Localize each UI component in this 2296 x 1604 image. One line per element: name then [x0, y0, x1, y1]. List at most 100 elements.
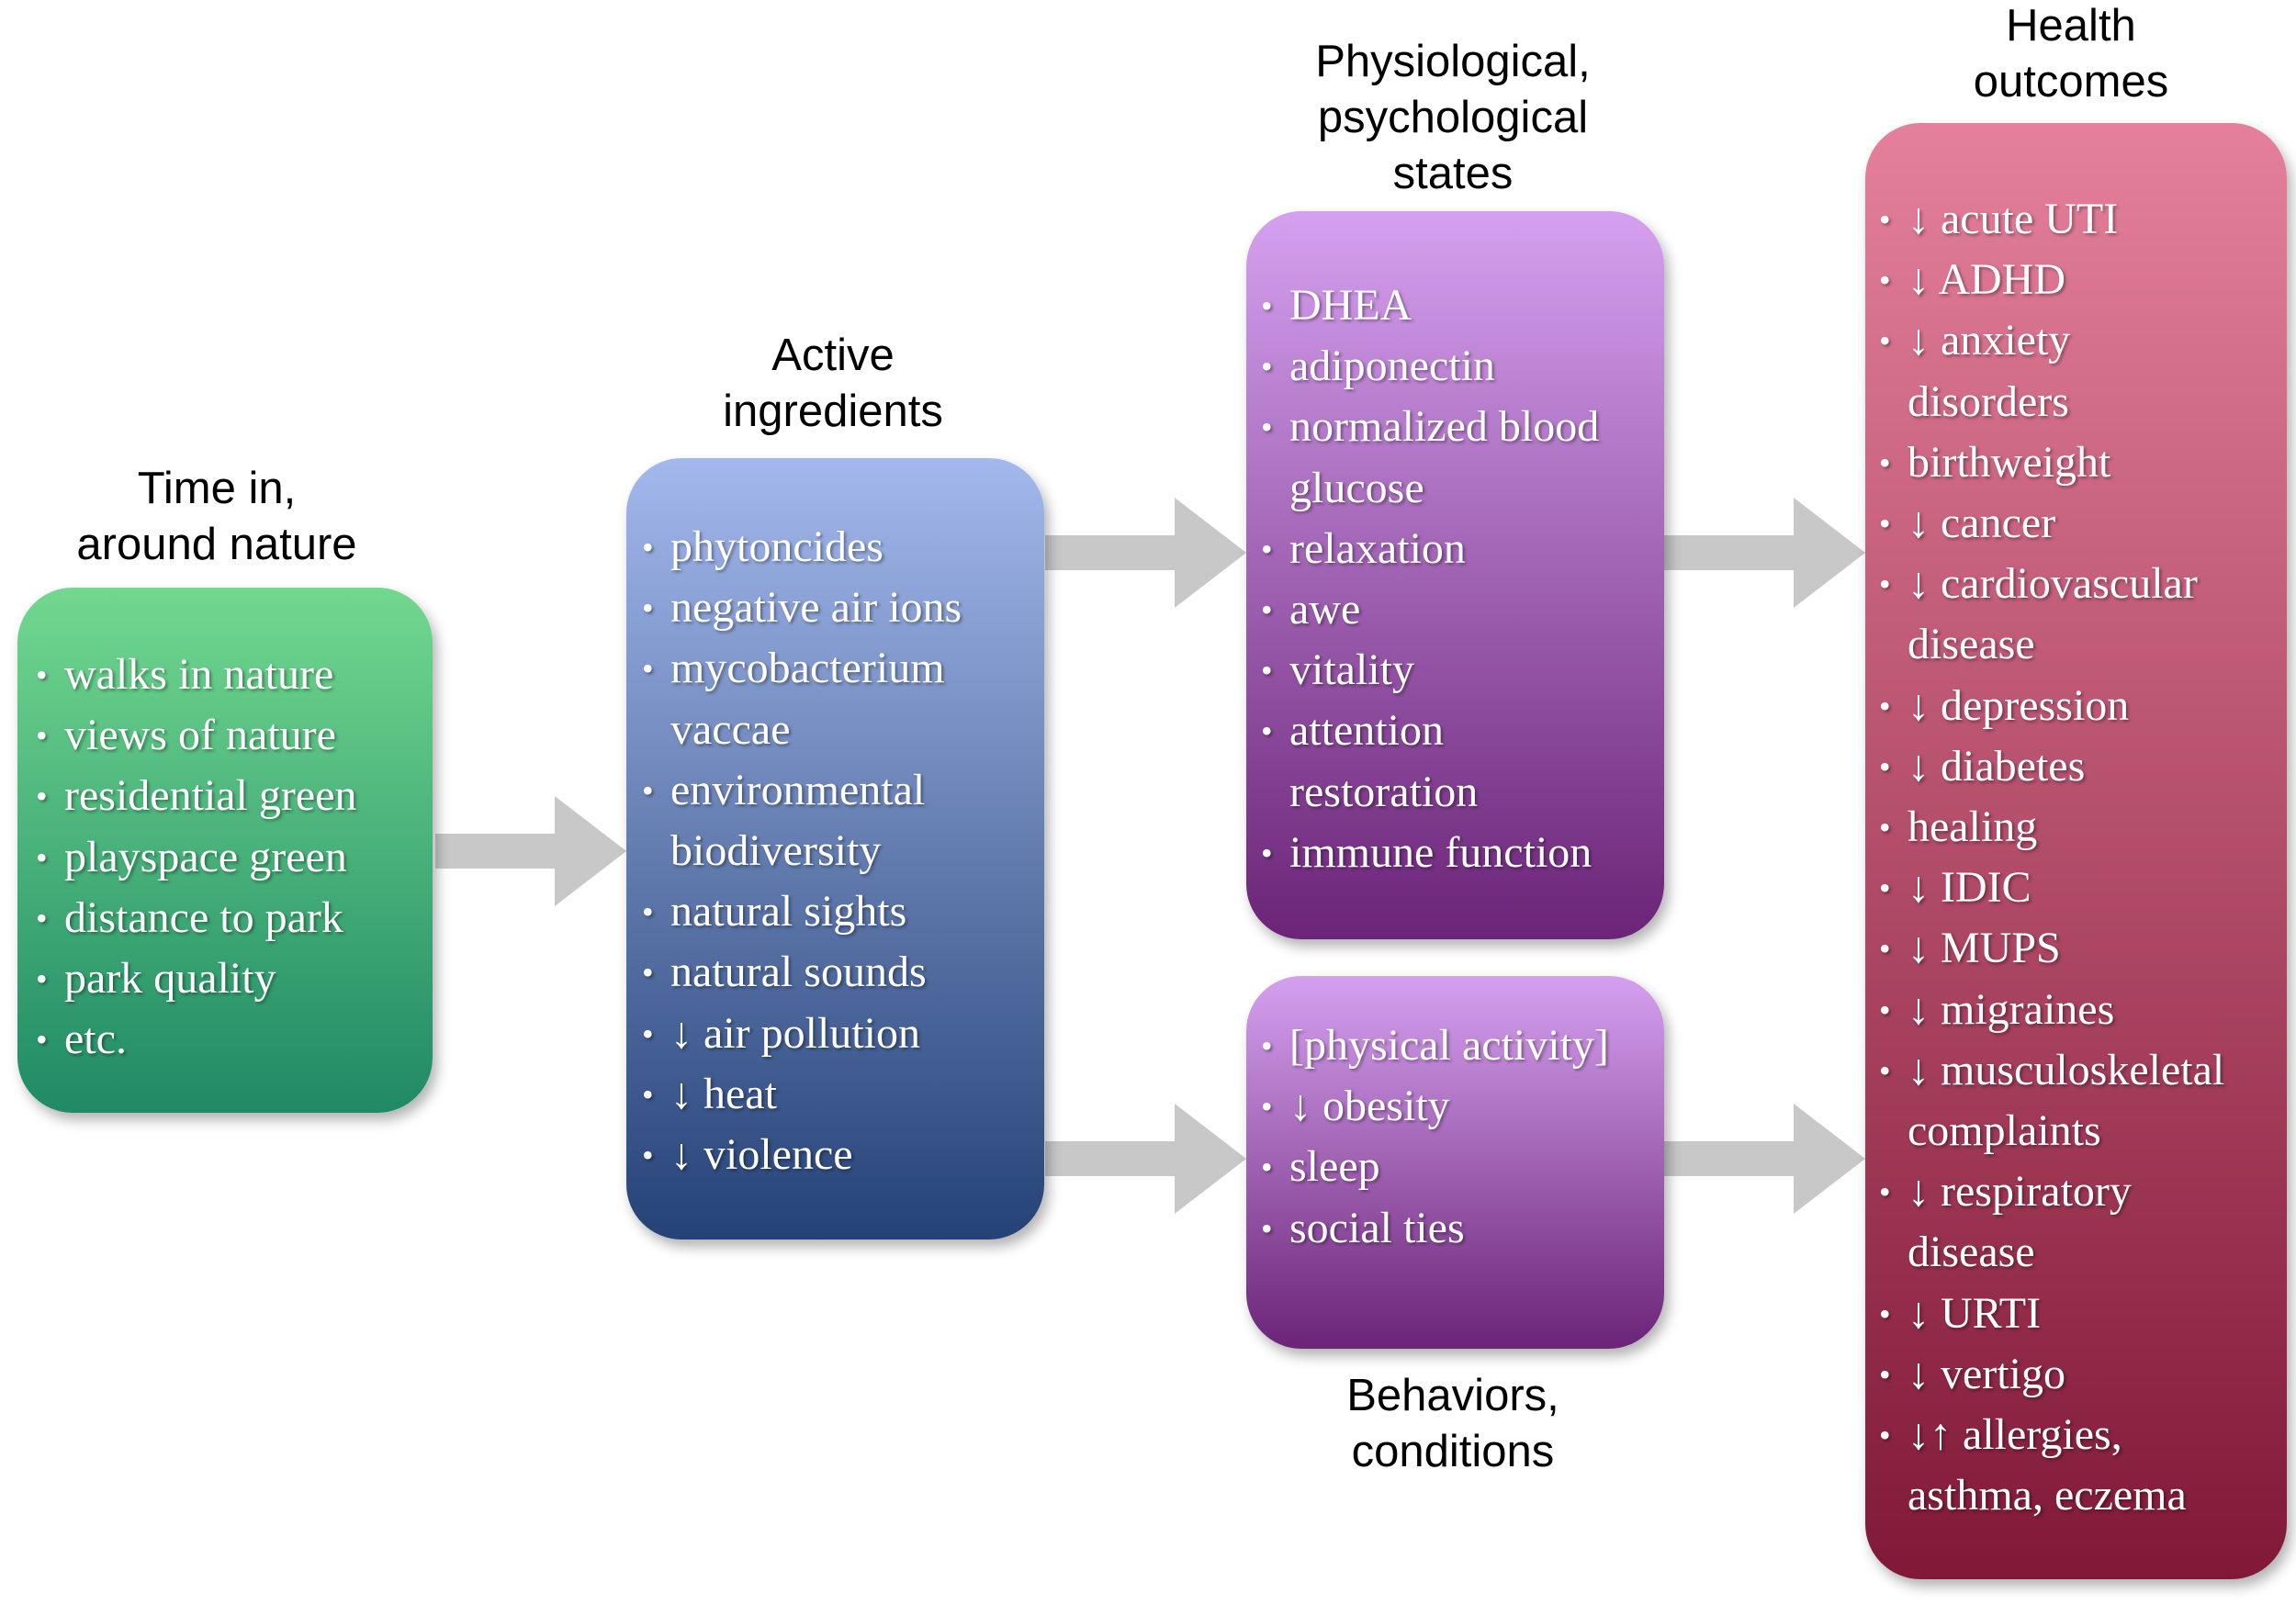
list-item: ↓ musculoskeletal complaints	[1879, 1040, 2224, 1161]
list-item: ↓ URTI	[1879, 1284, 2224, 1344]
heading-active-ingredients: Active ingredients	[723, 331, 943, 436]
box-health-outcomes: ↓ acute UTI ↓ ADHD↓ anxietydisordersbirth…	[1865, 123, 2287, 1579]
list-item: ↓ cancer	[1879, 493, 2224, 554]
list-item-text: ↓ air pollution	[670, 1008, 920, 1058]
list-item-text: ↓ MUPS	[1908, 924, 2061, 973]
list-item: vitality	[1261, 640, 1599, 701]
list-item: phytoncides	[642, 517, 962, 578]
list-item: [physical activity]	[1261, 1015, 1609, 1076]
list-item-text: walks in nature	[64, 650, 334, 699]
list-health-outcomes: ↓ acute UTI ↓ ADHD↓ anxietydisordersbirth…	[1879, 189, 2224, 1526]
list-item-text: ↓ URTI	[1908, 1288, 2042, 1338]
list-item-text: relaxation	[1289, 523, 1466, 573]
list-item: ↓ IDIC	[1879, 858, 2224, 918]
list-item-text: ↓ migraines	[1908, 984, 2115, 1034]
list-item: walks in nature	[36, 645, 357, 705]
list-item: ↓ violence	[642, 1125, 962, 1185]
heading-physiological-states: Physiological, psychological states	[1315, 37, 1591, 198]
list-item-text: ↓↑ allergies,	[1908, 1410, 2122, 1460]
arrow-group	[435, 498, 1865, 1214]
list-item: natural sounds	[642, 942, 962, 1003]
list-item-text: attention	[1289, 706, 1444, 756]
list-item-text: natural sounds	[670, 948, 927, 997]
list-item-text: ↓ diabetes	[1908, 741, 2086, 791]
list-item-text: ↓ heat	[670, 1069, 777, 1118]
box-active-ingredients: phytoncidesnegative air ionsmycobacteriu…	[626, 458, 1044, 1239]
list-item-text: views of nature	[64, 711, 336, 760]
list-item-text: natural sights	[670, 887, 907, 937]
list-item: relaxation	[1261, 519, 1599, 579]
list-item: DHEA	[1261, 275, 1599, 336]
list-item: natural sights	[642, 881, 962, 942]
list-item-text: [physical activity]	[1289, 1021, 1609, 1070]
list-item-text: glucose	[1289, 463, 1424, 512]
list-item-text: vaccae	[670, 704, 791, 754]
list-item-text: adiponectin	[1289, 342, 1495, 391]
list-item-text: ↓ ADHD	[1908, 255, 2066, 305]
list-item-text: residential green	[64, 771, 357, 821]
list-item: park quality	[36, 948, 357, 1009]
arrow-active-to-physio	[1045, 498, 1246, 608]
list-item-text: social ties	[1289, 1203, 1465, 1252]
list-item-text: ↓ musculoskeletal	[1908, 1045, 2225, 1094]
list-item: ↓ obesity	[1261, 1076, 1609, 1137]
list-item-text: ↓ depression	[1908, 680, 2130, 730]
list-behaviors-conditions: [physical activity] ↓ obesity sleep social …	[1261, 1015, 1609, 1259]
list-item-text: DHEA	[1289, 281, 1412, 330]
list-item-text: park quality	[64, 954, 276, 1004]
list-item-text: ↓ vertigo	[1908, 1349, 2065, 1398]
list-item: sleep	[1261, 1137, 1609, 1197]
list-item-text: ↓ violence	[670, 1130, 853, 1180]
list-item-text: healing	[1908, 802, 2038, 852]
heading-time-around-nature: Time in, around nature	[76, 464, 357, 569]
list-item-text: ↓ acute UTI	[1908, 195, 2119, 243]
list-item-text: ↓ obesity	[1289, 1082, 1450, 1131]
list-item-text: sleep	[1289, 1142, 1380, 1192]
list-item: mycobacterium vaccae	[642, 638, 962, 759]
list-item-text: phytoncides	[670, 522, 884, 571]
list-item-text: environmental	[670, 765, 926, 814]
list-item-text: restoration	[1289, 767, 1479, 816]
arrow-active-to-behavior	[1045, 1104, 1246, 1214]
list-item: ↓ ADHD	[1879, 250, 2224, 310]
list-item: ↓ acute UTI	[1879, 189, 2224, 250]
list-item-text: ↓ cancer	[1908, 499, 2056, 548]
list-item-text: complaints	[1908, 1106, 2101, 1156]
list-item: ↓ migraines	[1879, 980, 2224, 1040]
list-item-text: immune function	[1289, 827, 1593, 877]
list-item-text: vitality	[1289, 645, 1414, 695]
list-item: social ties	[1261, 1198, 1609, 1259]
arrow-physio-to-health	[1664, 498, 1865, 608]
list-item: distance to park	[36, 888, 357, 948]
list-item: birthweight	[1879, 432, 2224, 493]
list-item: ↓ MUPS	[1879, 918, 2224, 979]
list-item: ↓ air pollution	[642, 1004, 962, 1064]
box-time-around-nature: walks in nature views of nature residentia…	[17, 588, 433, 1113]
list-item-text: negative air ions	[670, 583, 962, 633]
list-item-text: mycobacterium	[670, 644, 945, 693]
list-item-text: distance to park	[64, 892, 343, 942]
list-item: residential green	[36, 766, 357, 826]
arrow-nature-to-active	[435, 796, 626, 906]
list-time-around-nature: walks in nature views of nature residentia…	[36, 645, 357, 1071]
list-item: views of nature	[36, 705, 357, 766]
list-item: healing	[1879, 797, 2224, 858]
list-item: negative air ions	[642, 578, 962, 638]
list-item-text: playspace green	[64, 832, 347, 881]
list-item: adiponectin	[1261, 336, 1599, 397]
list-physiological-states: DHEAadiponectinnormalized bloodglucosere…	[1261, 275, 1599, 883]
list-item: ↓ vertigo	[1879, 1344, 2224, 1405]
list-item: ↓↑ allergies,asthma, eczema	[1879, 1405, 2224, 1526]
box-behaviors-conditions: [physical activity] ↓ obesity sleep social …	[1246, 976, 1664, 1349]
list-item-text: disorders	[1908, 376, 2069, 426]
list-item: ↓ diabetes	[1879, 736, 2224, 797]
heading-behaviors-conditions: Behaviors, conditions	[1346, 1371, 1559, 1476]
list-item-text: awe	[1289, 585, 1361, 634]
list-item: awe	[1261, 579, 1599, 640]
